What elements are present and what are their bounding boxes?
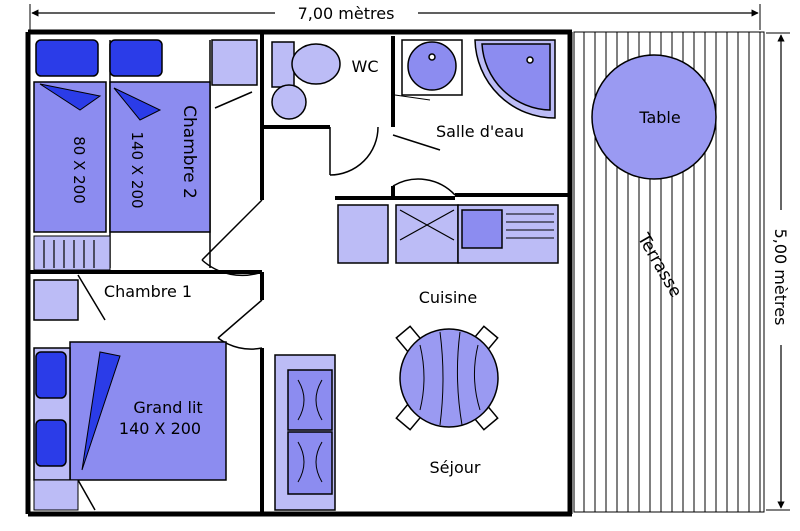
width-dimension: 7,00 mètres bbox=[29, 4, 761, 30]
grand-lit-size-label: 140 X 200 bbox=[119, 419, 201, 438]
sofa bbox=[274, 354, 336, 511]
sejour-label: Séjour bbox=[430, 458, 481, 477]
bathroom-fixtures bbox=[394, 39, 556, 119]
outer-walls bbox=[25, 29, 573, 517]
toilet bbox=[271, 41, 341, 120]
chambre2-furniture bbox=[33, 39, 258, 271]
terrasse-label: Terrasse bbox=[633, 229, 686, 301]
table-label: Table bbox=[638, 108, 680, 127]
bed-140-label: 140 X 200 bbox=[128, 131, 146, 208]
height-label: 5,00 mètres bbox=[771, 229, 790, 326]
wc-label: WC bbox=[352, 57, 379, 76]
kitchen-counter bbox=[337, 204, 559, 264]
cuisine-label: Cuisine bbox=[419, 288, 478, 307]
chambre2-label: Chambre 2 bbox=[179, 105, 199, 199]
chambre1-label: Chambre 1 bbox=[104, 282, 192, 301]
dining-table bbox=[395, 325, 499, 431]
doors bbox=[77, 91, 456, 350]
terrace-table bbox=[591, 54, 717, 180]
bed-80-label: 80 X 200 bbox=[70, 136, 88, 204]
chambre1-furniture bbox=[33, 279, 227, 511]
grand-lit-label: Grand lit bbox=[133, 398, 202, 417]
salle-deau-label: Salle d'eau bbox=[436, 122, 524, 141]
height-dimension: 5,00 mètres bbox=[766, 32, 790, 511]
width-label: 7,00 mètres bbox=[298, 4, 395, 23]
